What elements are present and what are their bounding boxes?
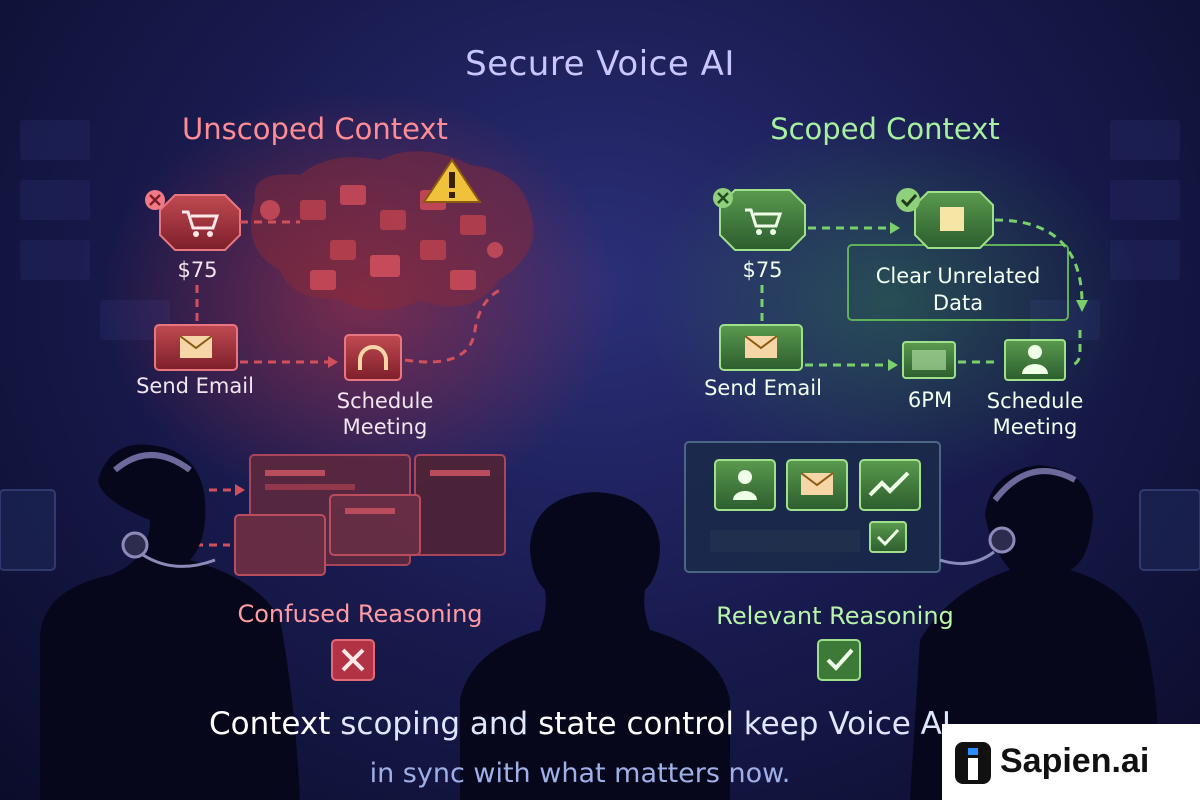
calendar-node-green [902,341,956,379]
right-schedule-meeting: Schedule Meeting [986,389,1084,439]
agent-silhouette-right [910,465,1160,800]
right-price: $75 [742,258,783,282]
email-node-red [154,324,238,371]
left-price: $75 [177,258,218,282]
relevant-reasoning-label: Relevant Reasoning [716,602,954,630]
message-cloud-icon [250,151,534,310]
confused-screens [234,454,506,576]
agent-silhouette-center [460,492,730,800]
x-icon [331,639,375,681]
left-schedule-meeting: Schedule Meeting [336,389,434,439]
left-send-email: Send Email [136,374,254,398]
unscoped-heading: Unscoped Context [182,112,448,146]
confused-reasoning-label: Confused Reasoning [237,600,483,628]
agent-silhouette-left [40,444,300,800]
meeting-node-green [1004,339,1066,381]
tagline-line2: in sync with what matters now. [369,758,791,789]
right-time: 6PM [907,388,953,412]
tagline-line1: Context scoping and state control keep V… [120,706,1040,742]
right-send-email: Send Email [704,376,822,400]
green-x-badge-icon [713,188,733,208]
page-title: Secure Voice AI [465,44,735,84]
clear-data-label: Clear Unrelated Data [875,264,1041,315]
tagline-part2: scoping and [330,706,539,742]
error-badge-icon [145,190,165,210]
email-node-green [719,324,803,371]
cart-node-red [159,194,241,251]
brand-name: Sapien.ai [1000,742,1150,780]
cart-node-green [719,189,806,251]
check-icon [817,639,861,681]
relevant-panel [684,441,941,573]
clear-data-node [847,188,1069,321]
meeting-node-red [344,334,402,381]
tagline-word-context: Context [208,706,331,742]
tagline-part4: keep Voice AI [733,706,952,742]
tagline-state-control: state control [538,706,734,742]
warning-icon [422,158,482,203]
scoped-heading: Scoped Context [770,112,1000,146]
